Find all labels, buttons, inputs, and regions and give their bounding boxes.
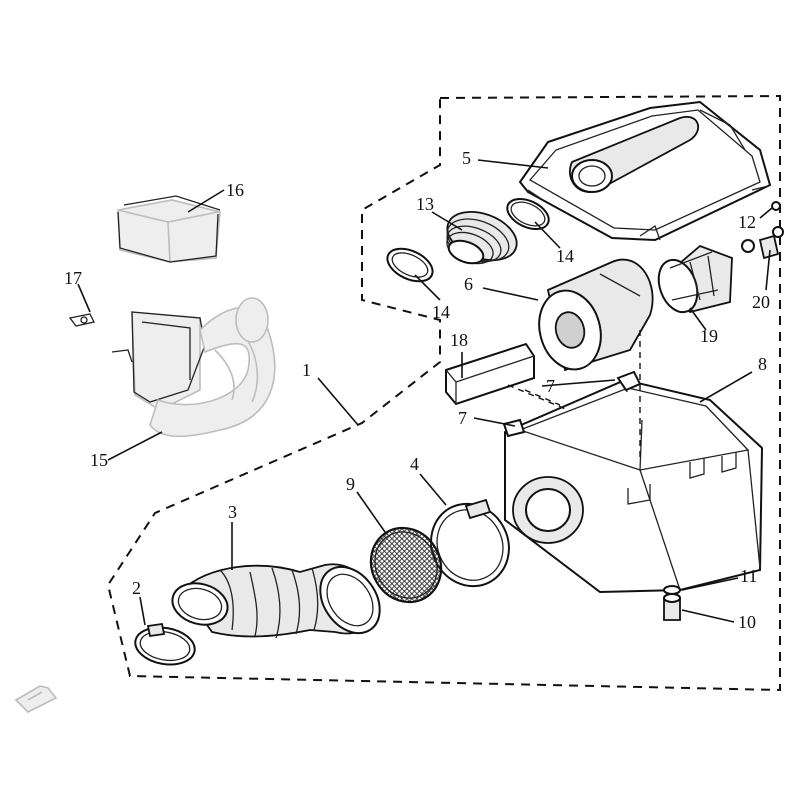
drain-plug-part: [663, 585, 681, 621]
part-number-7a: 7: [546, 376, 555, 396]
part-number-8: 8: [758, 354, 767, 374]
part-number-14b: 14: [432, 302, 450, 322]
part-number-13: 13: [416, 194, 434, 214]
intake-boot-part: [446, 211, 518, 265]
part-number-5: 5: [462, 148, 471, 168]
hose-clamp-upper-part: [506, 197, 550, 231]
small-clamp-part: [134, 622, 196, 666]
cover-box-part: [117, 195, 221, 263]
filter-cage-part: [657, 244, 733, 314]
intake-hose-part: [171, 563, 381, 639]
assembly-boundary: [106, 94, 781, 692]
part-number-16: 16: [226, 180, 244, 200]
filter-element-part: [538, 258, 654, 372]
front-arrow-icon: [14, 685, 58, 713]
airbox-case-part: [502, 370, 764, 594]
part-number-15: 15: [90, 450, 108, 470]
mesh-screen-part: [369, 526, 443, 604]
part-number-7b: 7: [458, 408, 467, 428]
part-number-20: 20: [752, 292, 770, 312]
part-number-1: 1: [302, 360, 311, 380]
part-number-labels: 1 2 3 4 5 6 7 7 8 9 10 11 12 13 14 14 15…: [64, 148, 770, 632]
part-number-10: 10: [738, 612, 756, 632]
part-number-18: 18: [450, 330, 468, 350]
clip-part: [68, 313, 95, 327]
airbox-cover-part: [518, 100, 772, 242]
part-number-11: 11: [740, 566, 757, 586]
part-number-3: 3: [228, 502, 237, 522]
part-number-17: 17: [64, 268, 82, 288]
foam-pad-part: [445, 342, 535, 406]
leader-lines: [77, 159, 773, 626]
part-number-9: 9: [346, 474, 355, 494]
large-clamp-part: [430, 498, 510, 588]
hose-clamp-lower-part: [386, 247, 434, 283]
intake-duct-part: [111, 297, 276, 438]
part-number-6: 6: [464, 274, 473, 294]
part-number-4: 4: [410, 454, 419, 474]
part-number-2: 2: [132, 578, 141, 598]
bolt-washer-part: [741, 201, 784, 260]
part-number-12: 12: [738, 212, 756, 232]
part-number-19: 19: [700, 326, 718, 346]
part-number-14a: 14: [556, 246, 574, 266]
